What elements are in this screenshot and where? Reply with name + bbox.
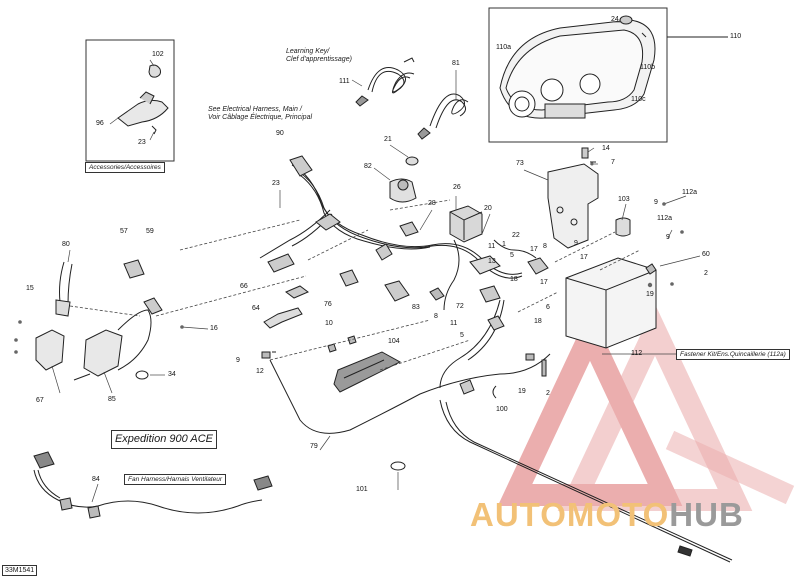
callout-8-upper: 8 [543, 243, 547, 250]
callout-104: 104 [388, 338, 400, 345]
callout-102: 102 [152, 51, 164, 58]
fasteners [14, 162, 684, 354]
callout-19-battery: 19 [646, 291, 654, 298]
callout-22: 22 [512, 232, 520, 239]
callout-80: 80 [62, 241, 70, 248]
callout-110c: 110c [631, 96, 646, 103]
callout-5-lower: 5 [460, 332, 464, 339]
callout-18-lower: 18 [534, 318, 542, 325]
callout-15: 15 [26, 285, 34, 292]
callout-101: 101 [356, 486, 368, 493]
callout-73: 73 [516, 160, 524, 167]
callout-64: 64 [252, 305, 260, 312]
callout-8-lower: 8 [434, 313, 438, 320]
callout-57: 57 [120, 228, 128, 235]
callout-9-battery-top: 9 [654, 199, 658, 206]
callout-67: 67 [36, 397, 44, 404]
callout-28: 28 [428, 200, 436, 207]
callout-13: 13 [488, 258, 496, 265]
watermark-text-auto: AUTOMOTO [470, 496, 670, 533]
callout-9-left: 9 [236, 357, 240, 364]
callout-24: 24 [611, 16, 619, 23]
callout-82: 82 [364, 163, 372, 170]
leader-lines [51, 21, 701, 503]
note-learning-key: Learning Key/ Clef d'apprentissage) [286, 48, 352, 63]
callout-112a-top: 112a [682, 189, 698, 196]
callout-23-harness: 23 [272, 180, 280, 187]
callout-17-lower: 17 [540, 279, 548, 286]
callout-10: 10 [325, 320, 333, 327]
callout-34: 34 [168, 371, 176, 378]
callout-5-upper: 5 [510, 252, 514, 259]
callout-23-accessories: 23 [138, 139, 146, 146]
callout-100: 100 [496, 406, 508, 413]
callout-110a: 110a [496, 44, 512, 51]
accessories-box [85, 39, 175, 162]
note-fan-harness: Fan Harness/Harnais Ventilateur [124, 474, 227, 485]
callout-112: 112 [631, 350, 643, 357]
callout-83: 83 [412, 304, 420, 311]
callout-60: 60 [702, 251, 710, 258]
callout-103: 103 [618, 196, 630, 203]
callout-110: 110 [730, 33, 742, 40]
note-fastener-kit: Fastener Kit/Ens.Quincaillerie (112a) [676, 349, 790, 360]
callout-81: 81 [452, 60, 460, 67]
callout-66: 66 [240, 283, 248, 290]
callout-26: 26 [453, 184, 461, 191]
callout-110b: 110b [640, 64, 656, 71]
model-title: Expedition 900 ACE [111, 430, 217, 449]
callout-111: 111 [339, 78, 350, 85]
callout-12: 12 [256, 368, 264, 375]
callout-18-upper: 18 [510, 276, 518, 283]
callout-11-lower: 11 [450, 320, 458, 327]
callout-9-mid: 9 [574, 240, 578, 247]
callout-90: 90 [276, 130, 284, 137]
callout-2-battery: 2 [704, 270, 708, 277]
dashed-leaders [69, 199, 641, 371]
callout-17-upper: 17 [530, 246, 538, 253]
callout-7: 7 [611, 159, 615, 166]
callout-79: 79 [310, 443, 318, 450]
callout-59: 59 [146, 228, 154, 235]
watermark-text: AUTOMOTOHUB [470, 498, 744, 532]
note-see-harness: See Electrical Harness, Main / Voir Câbl… [208, 106, 313, 121]
note-accessories: Accessories/Accessoires [85, 162, 165, 173]
callout-16: 16 [210, 325, 218, 332]
callout-20: 20 [484, 205, 492, 212]
callout-17-mid: 17 [580, 254, 588, 261]
callout-14: 14 [602, 145, 610, 152]
callout-2-lower: 2 [546, 390, 550, 397]
watermark-text-hub: HUB [669, 496, 744, 533]
callout-85: 85 [108, 396, 116, 403]
callout-1: 1 [502, 241, 506, 248]
callout-21: 21 [384, 136, 392, 143]
callout-6: 6 [546, 304, 550, 311]
callout-84: 84 [92, 476, 100, 483]
callout-96: 96 [96, 120, 104, 127]
callout-72: 72 [456, 303, 464, 310]
callout-76: 76 [324, 301, 332, 308]
diagram-id: 33M1541 [2, 565, 38, 576]
gauge-cluster-box [488, 7, 668, 143]
callout-112a-mid: 112a [657, 215, 673, 222]
callout-11-upper: 11 [488, 243, 496, 250]
callout-9-battery-mid: 9 [666, 234, 670, 241]
callout-19-lower: 19 [518, 388, 526, 395]
